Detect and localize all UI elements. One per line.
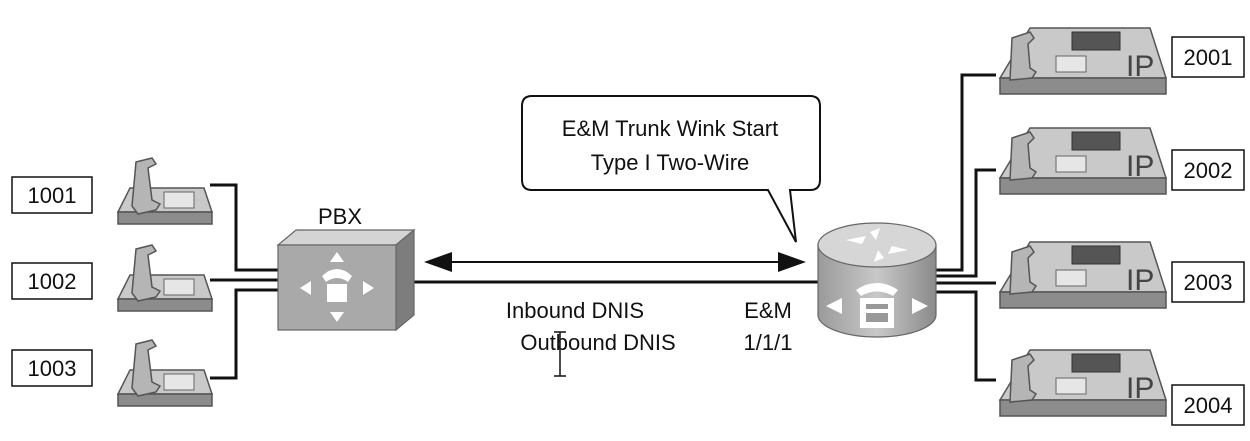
ip-phone-label: IP <box>1126 150 1154 183</box>
analog-phone-icon <box>116 157 214 225</box>
ip-phone-icon: IP <box>998 127 1168 195</box>
trunk-label-inbound: Inbound DNIS <box>506 298 644 323</box>
analog-extension-1001: 1001 <box>11 176 93 214</box>
ip-phone-label: IP <box>1126 50 1154 83</box>
ip-phone-label: IP <box>1126 264 1154 297</box>
ip-phone-label: IP <box>1126 372 1154 405</box>
ip-extension-2004: 2004 <box>1171 384 1245 426</box>
connections <box>210 73 996 382</box>
ip-phone-icon: IP <box>998 241 1168 309</box>
analog-phone-icon <box>116 244 214 312</box>
callout-line1: E&M Trunk Wink Start <box>562 116 778 141</box>
extension-label: 1002 <box>28 269 77 294</box>
ip-phone-icon: IP <box>998 349 1168 417</box>
ip-extension-2002: 2002 <box>1171 149 1245 191</box>
extension-label: 2004 <box>1184 393 1233 418</box>
analog-extension-1003: 1003 <box>11 349 93 387</box>
ip-extension-2001: 2001 <box>1171 36 1245 78</box>
analog-phone-icon <box>116 339 214 407</box>
extension-label: 1001 <box>28 183 77 208</box>
port-label-type: E&M <box>744 298 792 323</box>
port-label-number: 1/1/1 <box>744 330 793 355</box>
pbx-label: PBX <box>318 204 362 229</box>
text-cursor-icon <box>554 331 566 377</box>
trunk-label-outbound: Outbound DNIS <box>520 330 675 355</box>
extension-label: 2002 <box>1184 158 1233 183</box>
extension-label: 2003 <box>1184 270 1233 295</box>
extension-label: 1003 <box>28 356 77 381</box>
ip-extension-2003: 2003 <box>1171 261 1245 303</box>
callout-line2: Type I Two-Wire <box>591 150 750 175</box>
extension-label: 2001 <box>1184 45 1233 70</box>
analog-extension-1002: 1002 <box>11 262 93 300</box>
voice-router-icon <box>817 222 937 338</box>
pbx-icon <box>276 228 416 332</box>
ip-phone-icon: IP <box>998 27 1168 95</box>
callout-bubble: E&M Trunk Wink Start Type I Two-Wire <box>521 95 821 243</box>
